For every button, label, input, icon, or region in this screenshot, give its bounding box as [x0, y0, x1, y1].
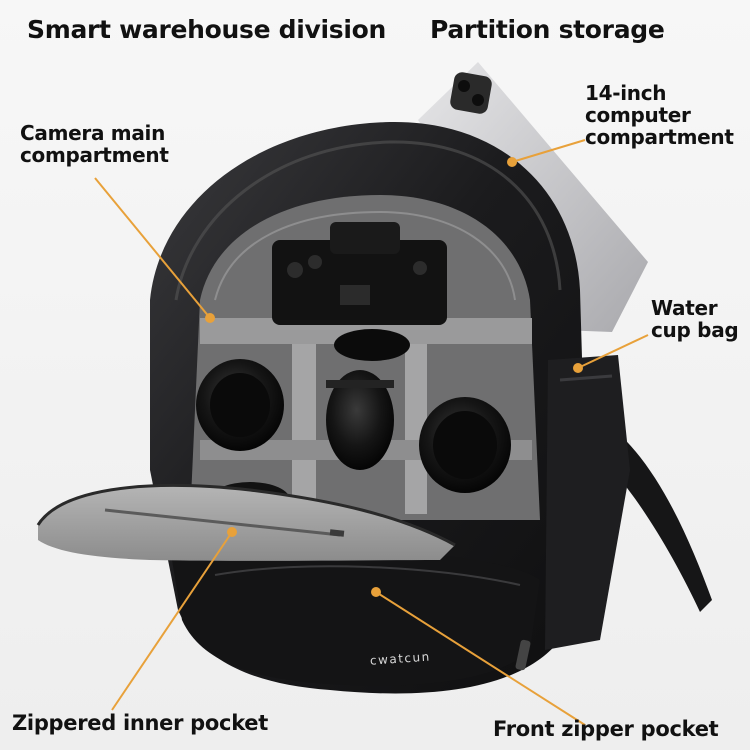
- callout-water-cup: Water cup bag: [651, 296, 739, 342]
- lens: [326, 370, 394, 470]
- callout-line-2: computer: [585, 103, 691, 127]
- shoulder-strap: [612, 430, 712, 612]
- callout-inner-pocket: Zippered inner pocket: [12, 711, 268, 735]
- lens: [196, 359, 284, 451]
- open-flap: [38, 485, 455, 561]
- callout-dots: [205, 157, 583, 597]
- callout-line-1: 14-inch: [585, 81, 667, 105]
- lens: [419, 397, 511, 493]
- camera: [272, 222, 447, 361]
- callout-front-pocket: Front zipper pocket: [493, 717, 719, 741]
- heading-partition-storage: Partition storage: [430, 15, 665, 44]
- front-panel: [172, 545, 540, 686]
- callout-computer: 14-inch computer compartment: [585, 82, 734, 148]
- callout-line-2: cup bag: [651, 318, 739, 342]
- callout-line-1: Camera main: [20, 121, 166, 145]
- callout-line-2: compartment: [20, 143, 169, 167]
- callout-camera-main: Camera main compartment: [20, 122, 169, 166]
- callout-lines: [94, 139, 649, 726]
- brand-logo: cwatcun: [370, 650, 432, 668]
- side-pocket: [545, 355, 630, 650]
- callout-line-1: Water: [651, 296, 718, 320]
- zipper-line: [104, 508, 341, 537]
- heading-smart-warehouse: Smart warehouse division: [27, 15, 387, 44]
- zipper-pull: [515, 639, 531, 671]
- callout-line-3: compartment: [585, 125, 734, 149]
